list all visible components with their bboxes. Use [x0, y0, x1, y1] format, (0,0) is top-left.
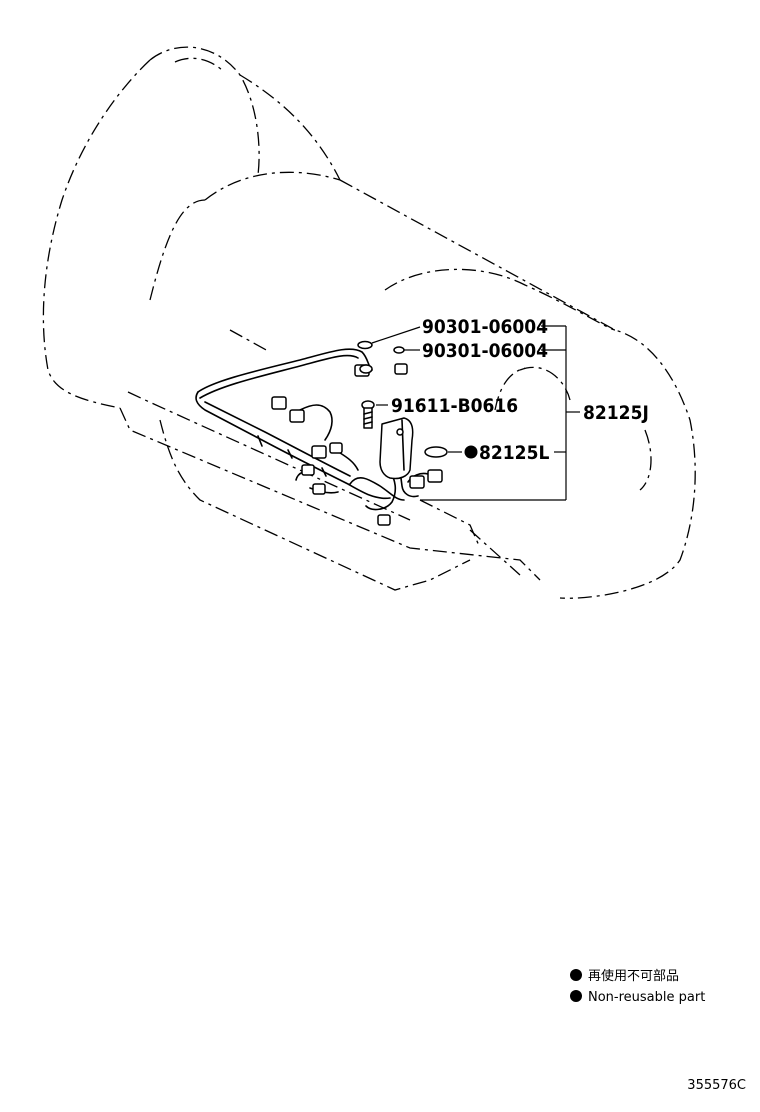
- legend-text-en: Non-reusable part: [588, 990, 705, 1005]
- figure-code: 355576C: [687, 1078, 746, 1093]
- wire-harness-82125j: [195, 340, 443, 526]
- transmission-housing-outline: [42, 46, 696, 599]
- callout-bolt-c: 91611-B0616: [391, 395, 518, 417]
- legend-text-jp: 再使用不可部品: [588, 968, 679, 984]
- callout-assembly: 82125J: [583, 402, 649, 424]
- legend-marker-icon-en: [570, 990, 582, 1002]
- leader-lines: [371, 325, 580, 501]
- non-reusable-marker-icon: [464, 445, 478, 459]
- o-ring-seal-82125l: [424, 446, 448, 458]
- bolt-91611-b0616-part: [361, 400, 375, 429]
- callout-seal: 82125L: [479, 442, 549, 464]
- callout-bolt-b: 90301-06004: [422, 340, 548, 362]
- callout-labels: 90301-06004 90301-06004 91611-B0616 8212…: [391, 316, 649, 464]
- legend: 再使用不可部品 Non-reusable part: [570, 968, 705, 1005]
- callout-bolt-a: 90301-06004: [422, 316, 548, 338]
- legend-marker-icon-jp: [570, 969, 582, 981]
